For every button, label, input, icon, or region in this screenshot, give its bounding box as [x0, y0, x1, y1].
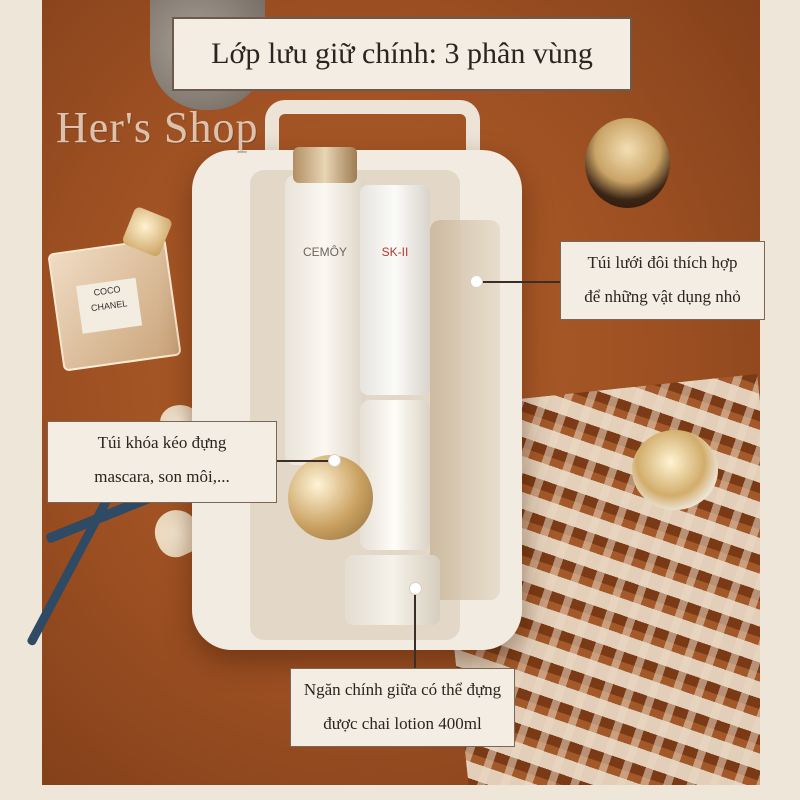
- perfume-bottle: COCO CHANEL: [47, 205, 182, 372]
- lotion-bottle-cap: [293, 147, 357, 183]
- cream-jar: [345, 555, 440, 625]
- callout-connector-2: [277, 460, 333, 462]
- callout-2-line-1: Túi khóa kéo đựng: [97, 433, 227, 452]
- callout-3-line-1: Ngăn chính giữa có thể đựng: [303, 680, 502, 699]
- cosmetic-jar-top: [585, 118, 670, 208]
- gold-jar: [288, 455, 373, 540]
- callout-1-line-2: để những vật dụng nhỏ: [584, 287, 741, 306]
- toner-bottle-label: SK-II: [381, 245, 409, 259]
- callout-3-line-2: được chai lotion 400ml: [323, 714, 482, 733]
- toner-bottle: SK-II: [360, 185, 430, 395]
- mesh-pocket: [430, 220, 500, 600]
- callout-marker-2: [328, 454, 341, 467]
- callout-zip-pocket: Túi khóa kéo đựng mascara, son môi,...: [47, 421, 277, 503]
- callout-marker-1: [470, 275, 483, 288]
- callout-marker-3: [409, 582, 422, 595]
- lotion-bottle: CEMÔY: [285, 147, 365, 465]
- callout-1-line-1: Túi lưới đôi thích hợp: [587, 253, 738, 272]
- callout-connector-1: [478, 281, 560, 283]
- cream-bottle: [360, 400, 430, 550]
- callout-main-compartment: Ngăn chính giữa có thể đựng được chai lo…: [290, 668, 515, 747]
- cosmetic-jar-right: [632, 430, 718, 510]
- page-title: Lớp lưu giữ chính: 3 phân vùng: [172, 17, 632, 91]
- callout-mesh-pocket: Túi lưới đôi thích hợp để những vật dụng…: [560, 241, 765, 320]
- callout-2-line-2: mascara, son môi,...: [94, 467, 230, 486]
- lotion-bottle-label: CEMÔY: [302, 245, 347, 259]
- shop-watermark: Her's Shop: [56, 103, 259, 152]
- callout-connector-3: [414, 590, 416, 668]
- perfume-label: COCO CHANEL: [76, 277, 143, 334]
